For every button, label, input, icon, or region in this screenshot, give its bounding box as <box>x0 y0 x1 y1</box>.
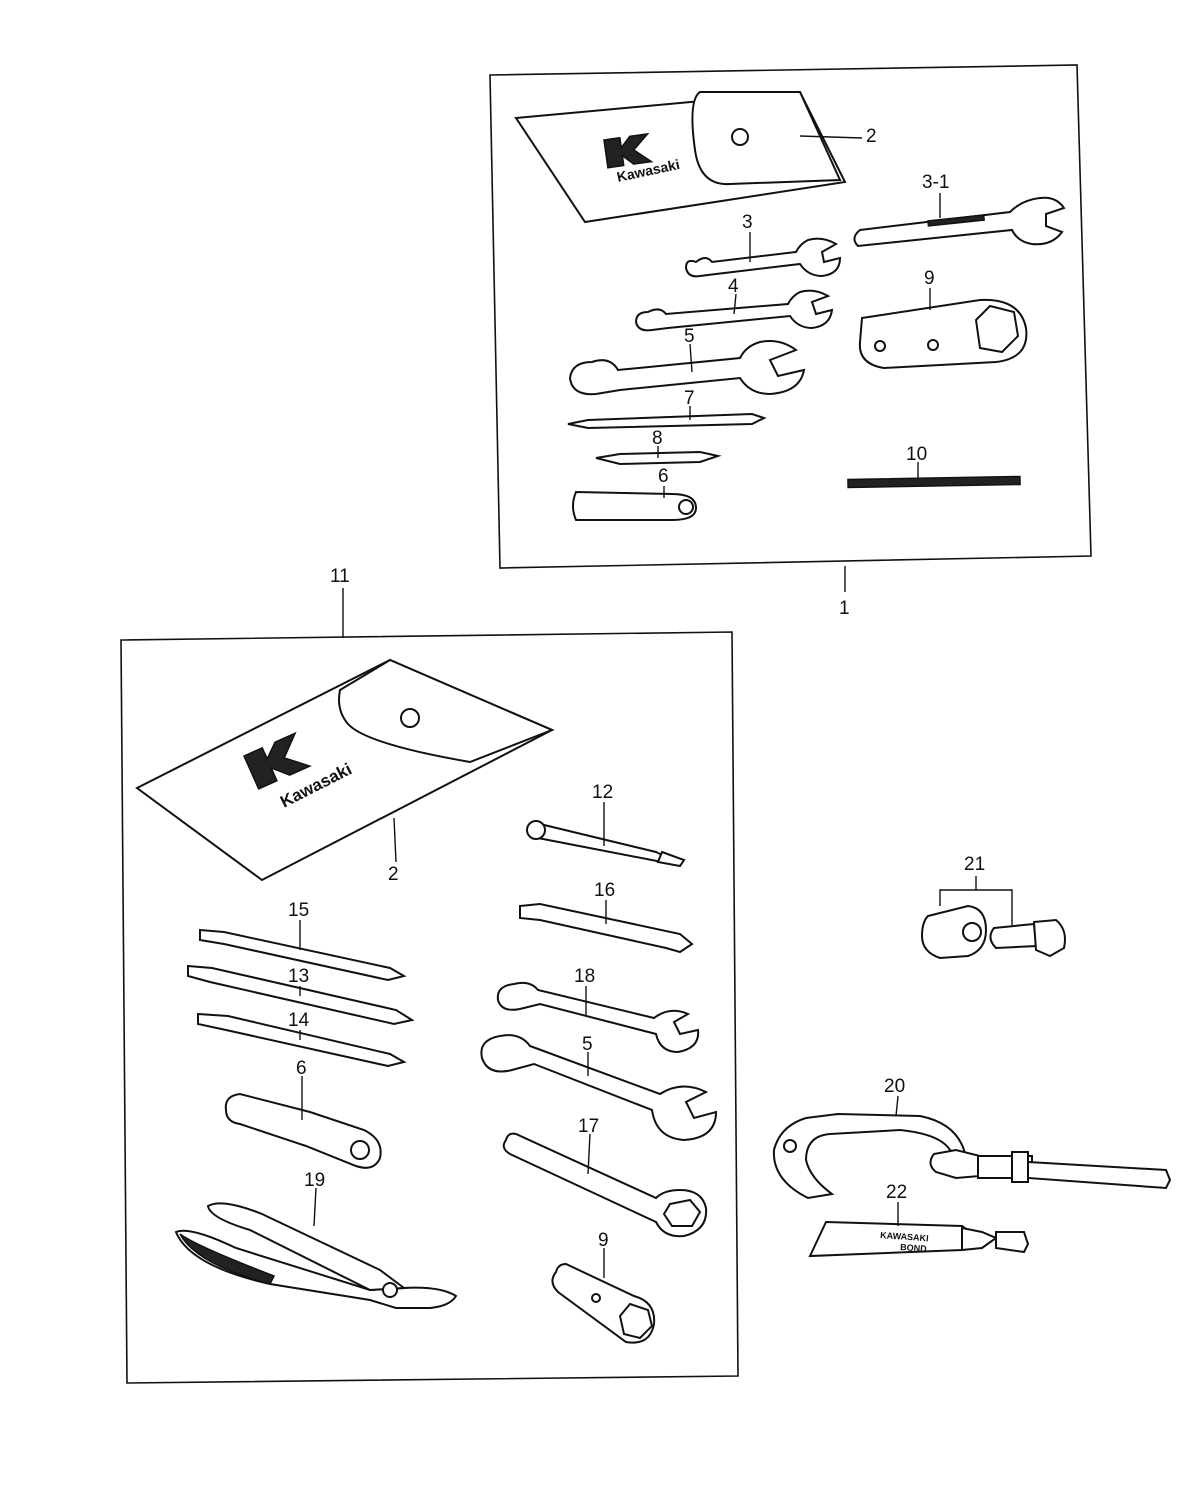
pliers-19 <box>174 1202 458 1309</box>
kit-11-group: 11 Kawasaki <box>120 566 739 1384</box>
callout-18: 18 <box>574 966 595 987</box>
loose-parts-group: 21 20 KAWASAKI BOND 22 <box>772 854 1172 1258</box>
kit-11-callouts: 2 12 16 15 13 14 18 5 6 17 19 9 <box>288 782 615 1251</box>
tube-label-line1: KAWASAKI <box>880 1230 929 1243</box>
bond-tube-22: KAWASAKI BOND 22 <box>808 1182 1030 1258</box>
callout-20: 20 <box>884 1076 905 1097</box>
callout-21: 21 <box>964 854 985 875</box>
wrench-5-kit1 <box>568 340 806 396</box>
screwdriver-7 <box>567 412 767 430</box>
callout-3-1: 3-1 <box>922 172 949 193</box>
kit-1-callouts: 2 3-1 3 4 9 5 7 8 6 10 1 <box>652 126 949 619</box>
kit-1-pouch: Kawasaki <box>514 90 847 224</box>
callout-22: 22 <box>886 1182 907 1203</box>
handle-12 <box>526 820 686 868</box>
kit-1-leaders <box>657 135 941 592</box>
kit-11-pouch: Kawasaki <box>135 658 555 882</box>
clamp-tool-20: 20 <box>772 1076 1172 1200</box>
screwdriver-14 <box>197 1012 407 1068</box>
callout-10: 10 <box>906 444 927 465</box>
callout-4: 4 <box>728 276 739 297</box>
kit-11-number: 11 <box>330 566 350 587</box>
callout-15: 15 <box>288 900 309 921</box>
callout-8: 8 <box>652 428 663 449</box>
callout-9-kit11: 9 <box>598 1230 609 1251</box>
screwdriver-8 <box>595 450 722 466</box>
nut-and-bolt-21: 21 <box>920 854 1066 960</box>
kit-1-group: Kawasaki <box>489 64 1092 619</box>
callout-6-kit1: 6 <box>658 466 669 487</box>
box-wrench-9-kit11 <box>551 1262 656 1344</box>
box-wrench-9-kit1 <box>858 298 1028 370</box>
plate-wrench-16 <box>519 902 694 954</box>
callout-17: 17 <box>578 1116 599 1137</box>
wrench-3 <box>684 237 842 278</box>
wrench-3-1 <box>853 196 1066 248</box>
callout-9-kit1: 9 <box>924 268 935 289</box>
callout-16: 16 <box>594 880 615 901</box>
callout-5-kit1: 5 <box>684 326 695 347</box>
socket-handle-6-kit11 <box>224 1092 382 1169</box>
kit-11-frame <box>120 631 739 1384</box>
tube-label-line2: BOND <box>900 1242 928 1254</box>
screwdriver-15 <box>199 928 407 982</box>
callout-2-kit11: 2 <box>388 864 399 885</box>
ring-wrench-17 <box>502 1132 708 1238</box>
kit-1-number: 1 <box>839 598 850 619</box>
callout-19: 19 <box>304 1170 325 1191</box>
callout-7: 7 <box>684 388 695 409</box>
callout-12: 12 <box>592 782 613 803</box>
callout-2-kit1: 2 <box>866 126 877 147</box>
wrench-18 <box>496 981 700 1054</box>
callout-3: 3 <box>742 212 753 233</box>
bar-10 <box>847 475 1021 489</box>
kit-1-frame <box>489 64 1092 569</box>
wrench-5-kit11 <box>480 1034 718 1142</box>
callout-5-kit11: 5 <box>582 1034 593 1055</box>
callout-6-kit11: 6 <box>296 1058 307 1079</box>
callout-14: 14 <box>288 1010 310 1031</box>
callout-13: 13 <box>288 966 309 987</box>
socket-handle-6-kit1 <box>572 490 698 521</box>
kit-11-leaders <box>299 802 607 1278</box>
